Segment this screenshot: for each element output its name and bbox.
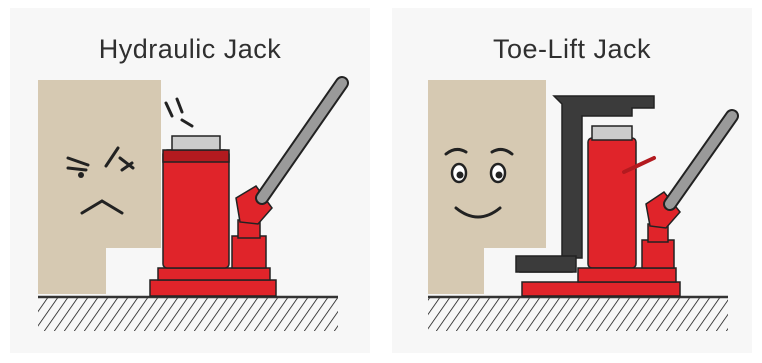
toe-lift-jack-panel: Toe-Lift Jack: [392, 8, 752, 353]
panel-title-hydraulic-jack: Hydraulic Jack: [98, 34, 282, 64]
frustrated-face-icon: [66, 146, 135, 215]
panel-title-toe-lift-jack: Toe-Lift Jack: [492, 34, 652, 64]
toe-lift-jack-illustration: [428, 80, 739, 331]
hydraulic-jack-illustration: [38, 76, 349, 331]
release-lever: [622, 156, 656, 174]
hydraulic-jack: [149, 135, 277, 297]
panel-divider: [372, 0, 380, 363]
ground-hatch: [38, 297, 338, 331]
ground-hatch: [428, 297, 728, 331]
jack-handle: [663, 109, 739, 211]
strain-marks: [164, 97, 194, 128]
jack-handle: [255, 76, 349, 205]
happy-face-icon: [444, 147, 514, 219]
hydraulic-jack-panel: Hydraulic Jack: [10, 8, 370, 353]
